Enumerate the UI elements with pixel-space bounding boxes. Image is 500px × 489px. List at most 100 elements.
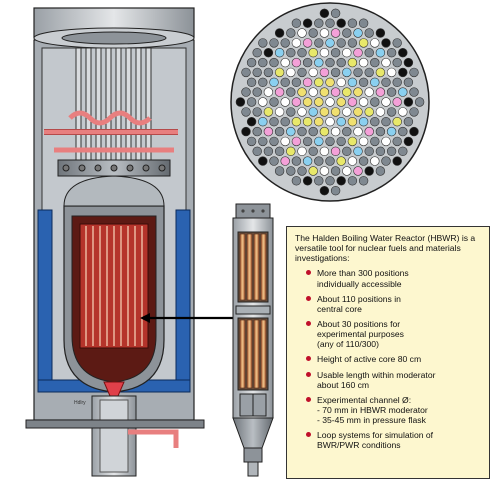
core-channel (375, 107, 386, 117)
info-box: The Halden Boiling Water Reactor (HBWR) … (286, 226, 490, 479)
info-intro: The Halden Boiling Water Reactor (HBWR) … (295, 233, 476, 264)
core-channel (336, 97, 346, 107)
core-channel (286, 146, 296, 157)
bullet-icon (306, 320, 311, 326)
core-channel (347, 97, 358, 107)
core-channel (364, 28, 374, 38)
core-channel (325, 156, 335, 166)
core-channel (325, 57, 335, 68)
core-channel (386, 107, 397, 117)
core-channel (347, 176, 358, 186)
core-channel (263, 107, 274, 117)
core-channel (274, 126, 285, 137)
core-channel (386, 47, 397, 58)
core-channel (375, 146, 386, 157)
core-channel (291, 176, 302, 186)
info-item-line: BWR/PWR conditions (317, 440, 401, 451)
core-channel (358, 77, 369, 88)
info-item-line: about 160 cm (317, 379, 370, 390)
info-item-line: About 110 positions in (317, 293, 401, 304)
core-channel (308, 166, 318, 176)
info-item-line: About 30 positions for (317, 318, 401, 329)
core-channel (319, 126, 330, 137)
core-channel (274, 146, 285, 157)
core-channel (353, 166, 363, 176)
core-channel (252, 47, 262, 58)
core-channel (375, 87, 386, 97)
core-channel (358, 176, 369, 186)
core-channel (297, 67, 307, 78)
core-channel (375, 166, 386, 176)
core-channel (258, 97, 268, 107)
core-channel (392, 77, 402, 88)
core-channel (386, 87, 397, 97)
core-channel (375, 67, 386, 78)
core-channel (325, 97, 335, 107)
core-channel (330, 47, 341, 58)
info-item-line: central core (317, 303, 362, 314)
core-channel (308, 28, 318, 38)
core-channel (291, 77, 302, 88)
core-channel (409, 126, 419, 137)
bullet-icon (306, 432, 311, 438)
core-channel (336, 176, 346, 186)
core-channel (319, 47, 330, 58)
core-channel (297, 47, 307, 58)
core-channel (258, 77, 268, 88)
core-channel (347, 116, 358, 127)
core-channel (342, 28, 352, 38)
info-item: Experimental channel Ø:- 70 mm in HBWR m… (295, 395, 483, 425)
core-channel (319, 146, 330, 157)
core-channel (392, 97, 402, 107)
core-channel (314, 38, 324, 48)
core-channel (263, 47, 274, 58)
info-item-line: - 70 mm in HBWR moderator (317, 404, 428, 415)
core-channel (414, 97, 425, 107)
pointer-arrow (140, 313, 234, 323)
core-channel (375, 47, 386, 58)
core-channel (269, 77, 279, 88)
core-channel (308, 87, 318, 97)
core-channel (403, 136, 414, 147)
core-channel (381, 38, 391, 48)
core-channel (347, 38, 358, 48)
core-channel (302, 57, 313, 68)
core-channel (330, 186, 341, 196)
core-channel (358, 97, 369, 107)
core-channel (269, 97, 279, 107)
core-channel (258, 57, 268, 68)
core-channel (302, 77, 313, 88)
core-channel (403, 77, 414, 88)
core-channel (336, 156, 346, 166)
core-channel (286, 166, 296, 176)
core-channel (241, 107, 251, 117)
core-channel (308, 146, 318, 157)
core-channel (353, 28, 363, 38)
core-channel (314, 136, 324, 147)
core-channel (330, 107, 341, 117)
core-channel (381, 57, 391, 68)
core-channel (269, 57, 279, 68)
core-channel (269, 156, 279, 166)
core-channel (353, 126, 363, 137)
core-channel (370, 156, 380, 166)
core-channel (398, 107, 408, 117)
core-channel (235, 97, 246, 107)
core-channel (252, 126, 262, 137)
core-channel (347, 18, 358, 28)
core-channel (392, 116, 402, 127)
core-channel (364, 87, 374, 97)
core-channel (392, 57, 402, 68)
core-channel (398, 67, 408, 78)
core-channel (246, 136, 257, 147)
core-channel (325, 77, 335, 88)
core-channel (319, 87, 330, 97)
core-channel (409, 107, 419, 117)
core-channel (302, 176, 313, 186)
core-channel (280, 97, 290, 107)
core-channel (314, 97, 324, 107)
core-channel (353, 47, 363, 58)
core-channel (358, 57, 369, 68)
